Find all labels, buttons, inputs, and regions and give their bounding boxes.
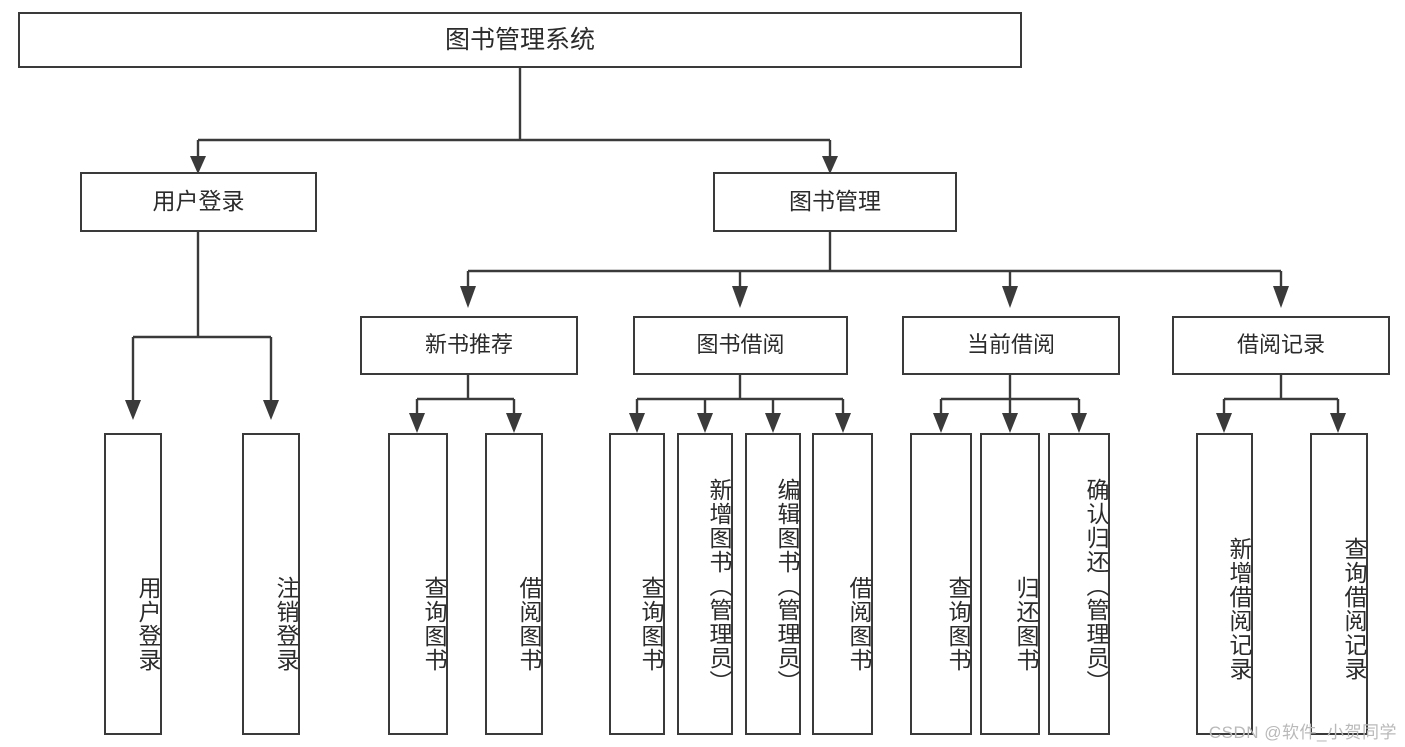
leaf-borrow-add-book-admin-label: 新增图书（管理员） — [706, 478, 732, 694]
arrow-br-leaf-1 — [1216, 413, 1232, 433]
arrow-nb-leaf-1 — [409, 413, 425, 433]
node-new-book-recommend-label: 新书推荐 — [424, 332, 513, 358]
arrow-bm-record — [1273, 286, 1289, 308]
leaf-user-logout[interactable]: 注销登录 — [242, 433, 300, 735]
node-current-borrow-label: 当前借阅 — [966, 332, 1055, 358]
leaf-current-return-book-label: 归还图书 — [1013, 576, 1039, 672]
leaf-newbook-query-book-label: 查询图书 — [421, 576, 447, 672]
arrow-bb-leaf-4 — [835, 413, 851, 433]
node-root[interactable]: 图书管理系统 — [18, 12, 1022, 68]
node-borrow-record[interactable]: 借阅记录 — [1172, 316, 1390, 375]
node-user-login[interactable]: 用户登录 — [80, 172, 317, 232]
arrow-br-leaf-2 — [1330, 413, 1346, 433]
arrow-bb-leaf-3 — [765, 413, 781, 433]
arrow-bm-borrow — [732, 286, 748, 308]
csdn-watermark: CSDN @软件_小贺同学 — [1208, 723, 1397, 742]
node-user-login-label: 用户登录 — [152, 188, 245, 215]
leaf-borrow-borrow-book-label: 借阅图书 — [846, 576, 872, 672]
node-root-label: 图书管理系统 — [444, 26, 595, 54]
leaf-user-logout-label: 注销登录 — [273, 576, 299, 672]
node-book-management[interactable]: 图书管理 — [713, 172, 957, 232]
leaf-borrow-edit-book-admin[interactable]: 编辑图书（管理员） — [745, 433, 801, 735]
arrow-bb-leaf-2 — [697, 413, 713, 433]
leaf-borrow-edit-book-admin-label: 编辑图书（管理员） — [774, 478, 800, 694]
node-new-book-recommend[interactable]: 新书推荐 — [360, 316, 578, 375]
arrow-cb-leaf-3 — [1071, 413, 1087, 433]
node-borrow-record-label: 借阅记录 — [1236, 332, 1325, 358]
node-book-borrow-label: 图书借阅 — [696, 332, 785, 358]
leaf-record-query-record-label: 查询借阅记录 — [1341, 537, 1367, 681]
leaf-record-add-record[interactable]: 新增借阅记录 — [1196, 433, 1253, 735]
arrow-bm-current — [1002, 286, 1018, 308]
arrow-bm-newbook — [460, 286, 476, 308]
arrow-cb-leaf-1 — [933, 413, 949, 433]
node-book-borrow[interactable]: 图书借阅 — [633, 316, 848, 375]
node-book-management-label: 图书管理 — [789, 188, 881, 215]
leaf-borrow-borrow-book[interactable]: 借阅图书 — [812, 433, 873, 735]
arrow-nb-leaf-2 — [506, 413, 522, 433]
leaf-current-query-book[interactable]: 查询图书 — [910, 433, 972, 735]
arrow-user-leaf-2 — [263, 400, 279, 420]
node-current-borrow[interactable]: 当前借阅 — [902, 316, 1120, 375]
leaf-newbook-query-book[interactable]: 查询图书 — [388, 433, 448, 735]
leaf-record-query-record[interactable]: 查询借阅记录 — [1310, 433, 1368, 735]
arrow-cb-leaf-2 — [1002, 413, 1018, 433]
leaf-current-return-book[interactable]: 归还图书 — [980, 433, 1040, 735]
leaf-current-confirm-return-admin[interactable]: 确认归还（管理员） — [1048, 433, 1110, 735]
leaf-user-login[interactable]: 用户登录 — [104, 433, 162, 735]
leaf-borrow-query-book[interactable]: 查询图书 — [609, 433, 665, 735]
leaf-current-confirm-return-admin-label: 确认归还（管理员） — [1083, 478, 1109, 694]
leaf-current-query-book-label: 查询图书 — [945, 576, 971, 672]
arrow-bb-leaf-1 — [629, 413, 645, 433]
arrow-user-leaf-1 — [125, 400, 141, 420]
leaf-newbook-borrow-book-label: 借阅图书 — [516, 576, 542, 672]
leaf-user-login-label: 用户登录 — [135, 576, 161, 672]
leaf-borrow-add-book-admin[interactable]: 新增图书（管理员） — [677, 433, 733, 735]
leaf-newbook-borrow-book[interactable]: 借阅图书 — [485, 433, 543, 735]
leaf-borrow-query-book-label: 查询图书 — [638, 576, 664, 672]
leaf-record-add-record-label: 新增借阅记录 — [1226, 537, 1252, 681]
